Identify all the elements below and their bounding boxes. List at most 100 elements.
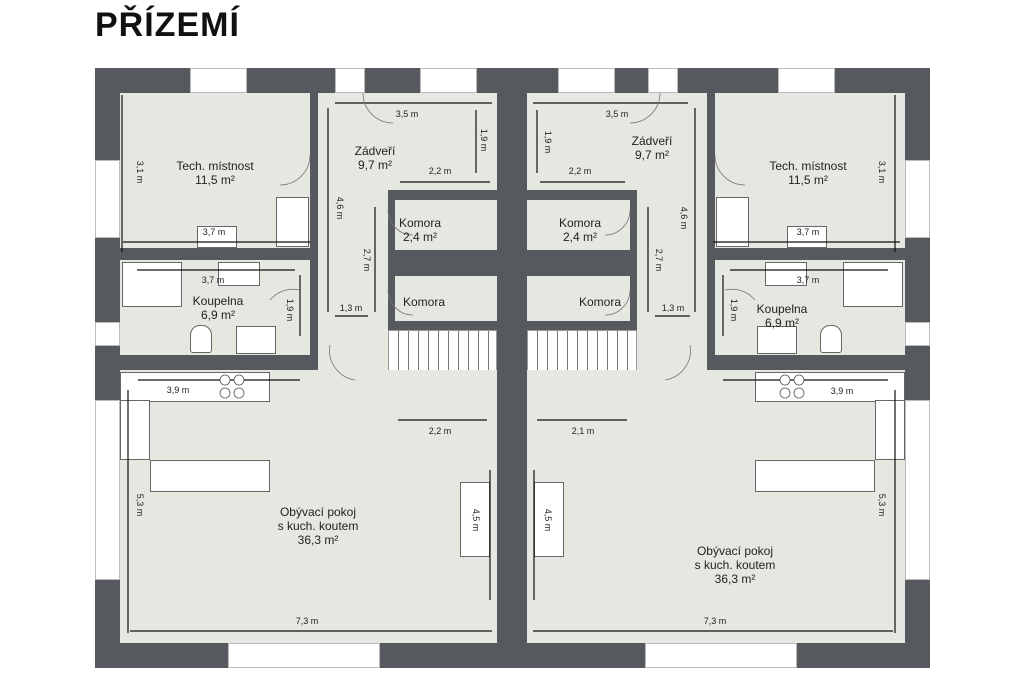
room-area: 11,5 m² (195, 173, 235, 187)
kitchen-sink (120, 400, 150, 460)
page-title: PŘÍZEMÍ (95, 6, 240, 44)
dim-label: 1,3 m (661, 303, 685, 313)
dim-label: 3,9 m (166, 385, 190, 395)
dim-label: 3,5 m (395, 109, 419, 119)
dim-label: 5,3 m (135, 493, 145, 517)
window (190, 68, 247, 93)
dim-label: 1,3 m (339, 303, 363, 313)
room-area: 2,4 m² (562, 230, 597, 244)
room-area: 6,9 m² (764, 316, 799, 330)
window (335, 68, 365, 93)
kitchen-sink (875, 400, 905, 460)
room-label-komora2-left: Komora (403, 295, 445, 309)
boiler (716, 197, 749, 247)
window (905, 160, 930, 238)
toilet (820, 325, 842, 353)
entry-left (330, 320, 370, 370)
window (645, 643, 797, 668)
dim-label: 3,1 m (877, 160, 887, 184)
dim-label: 5,3 m (877, 493, 887, 517)
dim-label: 7,3 m (703, 616, 727, 626)
room-name: Komora (402, 295, 446, 309)
room-komora-left (395, 200, 497, 250)
dim-label: 3,1 m (135, 160, 145, 184)
dim-label: 3,7 m (201, 275, 225, 285)
room-komora-right (527, 200, 630, 250)
kitchen-island (755, 460, 875, 492)
room-name: Koupelna (756, 302, 808, 316)
window (95, 322, 120, 346)
window (420, 68, 477, 93)
kitchen-counter (120, 372, 270, 402)
window (648, 68, 678, 93)
room-name: Zádveří (354, 144, 396, 158)
dim-label: 2,2 m (568, 166, 592, 176)
boiler (276, 197, 309, 247)
dim-label: 1,9 m (729, 298, 739, 322)
room-name: Obývací pokoj (696, 544, 774, 558)
washer (757, 326, 797, 354)
dim-label: 1,9 m (543, 130, 553, 154)
room-area: 11,5 m² (788, 173, 828, 187)
dim-label: 4,6 m (335, 196, 345, 220)
dim-label: 4,5 m (543, 508, 553, 532)
window (95, 400, 120, 580)
room-name: Tech. místnost (176, 159, 254, 173)
room-area: 36,3 m² (297, 533, 339, 547)
room-name: Obývací pokoj (279, 505, 357, 519)
room-name: Komora (558, 216, 602, 230)
dim-label: 3,7 m (202, 227, 226, 237)
dim-label: 2,1 m (571, 426, 595, 436)
cabinet (534, 482, 564, 557)
room-area: 9,7 m² (634, 148, 669, 162)
kitchen-counter (755, 372, 905, 402)
sink (218, 262, 260, 286)
dim-label: 2,2 m (428, 426, 452, 436)
room-zadveri-left (318, 93, 497, 190)
window (228, 643, 380, 668)
dim-label: 4,5 m (471, 508, 481, 532)
dim-label: 2,7 m (362, 248, 372, 272)
dim-label: 2,2 m (428, 166, 452, 176)
room-area: 36,3 m² (714, 572, 756, 586)
dim-label: 2,7 m (654, 248, 664, 272)
room-area: 6,9 m² (200, 308, 235, 322)
dim-label: 1,9 m (285, 298, 295, 322)
room-name-2: s kuch. koutem (694, 558, 776, 572)
dim-label: 3,7 m (796, 275, 820, 285)
window (905, 400, 930, 580)
dim-label: 3,5 m (605, 109, 629, 119)
dim-label: 4,6 m (679, 206, 689, 230)
room-name-2: s kuch. koutem (277, 519, 359, 533)
window (778, 68, 835, 93)
room-label-komora2-right: Komora (579, 295, 621, 309)
room-name: Komora (578, 295, 622, 309)
room-name: Koupelna (192, 294, 244, 308)
room-name: Komora (398, 216, 442, 230)
window (95, 160, 120, 238)
window (558, 68, 615, 93)
kitchen-island (150, 460, 270, 492)
dim-label: 3,9 m (830, 386, 854, 396)
dim-label: 1,9 m (479, 128, 489, 152)
window (905, 322, 930, 346)
room-name: Tech. místnost (769, 159, 847, 173)
room-zadveri-right (527, 93, 707, 190)
room-name: Zádveří (631, 134, 673, 148)
room-area: 9,7 m² (357, 158, 392, 172)
dim-label: 7,3 m (295, 616, 319, 626)
room-area: 2,4 m² (402, 230, 437, 244)
room-komora2-left (395, 276, 497, 321)
